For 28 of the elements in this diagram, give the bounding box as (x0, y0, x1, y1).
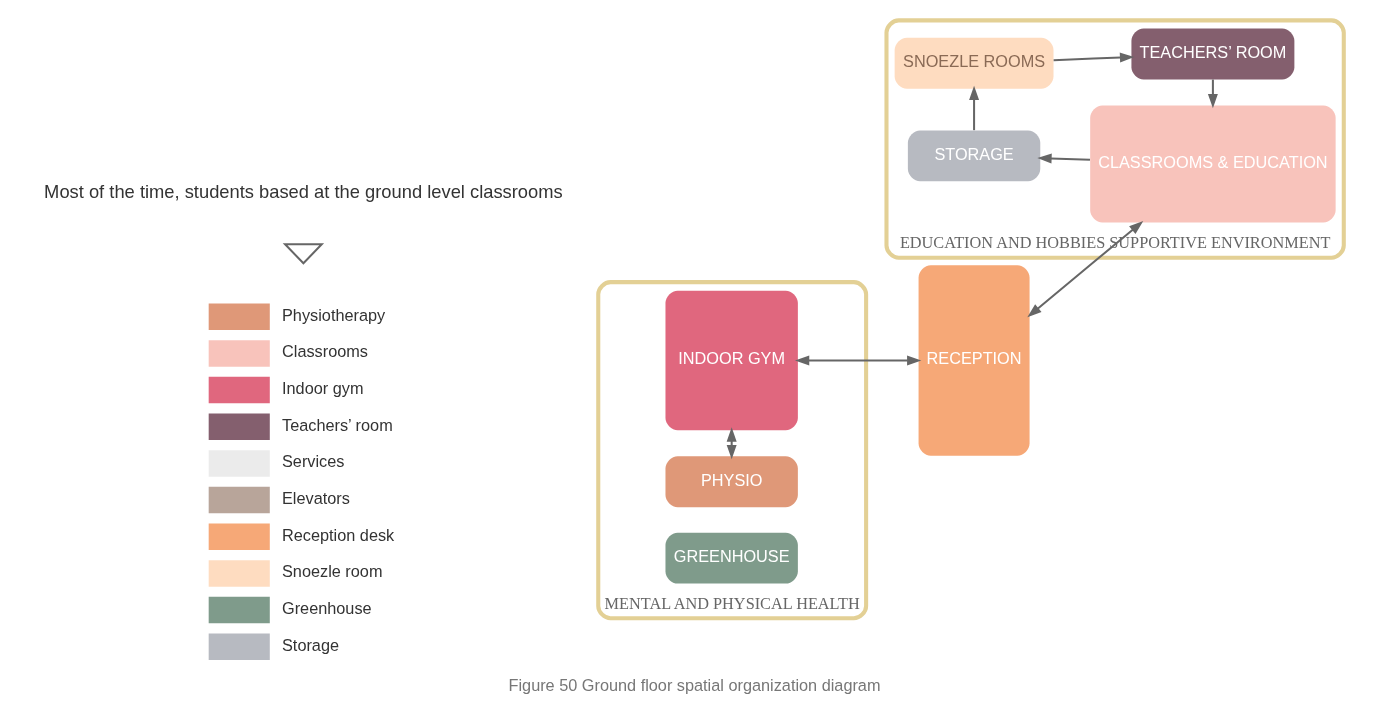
legend-label: Physiotherapy (281, 305, 385, 324)
node-triangle (282, 243, 324, 265)
node-box: INDOOR GYM (664, 290, 798, 431)
node-box: GREENHOUSE (664, 532, 798, 584)
legend-label: Snoezle room (281, 562, 382, 581)
arrow (1036, 153, 1090, 164)
arrow (1207, 79, 1218, 109)
caption: Figure 50 Ground floor spatial organization diagram (508, 676, 880, 695)
legend-label: Classrooms (281, 342, 368, 361)
legend-label: Reception desk (281, 525, 394, 544)
legend-label: Elevators (281, 488, 350, 507)
arrow (726, 427, 737, 460)
legend-label: Services (281, 452, 344, 471)
node-box: STORAGE (907, 130, 1040, 182)
legend-label: Storage (281, 635, 339, 654)
node-box: PHYSIO (664, 456, 798, 508)
node-box: RECEPTION (918, 265, 1030, 456)
arrow (1026, 220, 1143, 318)
legend-label: Indoor gym (281, 378, 363, 397)
node-box: SNOEZLE ROOMS (894, 37, 1053, 89)
label: Most of the time, students based at the ground level classrooms (43, 181, 563, 203)
legend-label: Teachers’ room (281, 415, 393, 434)
arrow (968, 85, 979, 131)
legend-label: Greenhouse (281, 598, 372, 617)
arrow (794, 355, 921, 366)
arrow (1053, 52, 1134, 63)
node-box: CLASSROOMS & EDUCATION (1089, 105, 1336, 223)
node-box: TEACHERS’ ROOM (1130, 28, 1294, 80)
